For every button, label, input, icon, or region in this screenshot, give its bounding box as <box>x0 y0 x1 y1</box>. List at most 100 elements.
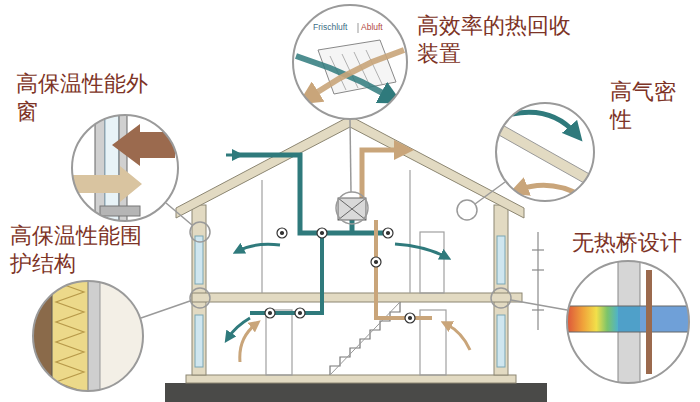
thermal-bridge-detail <box>564 306 692 307</box>
thermal-bridge-detail <box>564 332 692 333</box>
window-detail <box>72 166 142 202</box>
circle-outline <box>33 281 143 391</box>
duct-valve <box>371 257 381 267</box>
detail-circle: 高保温性能围护结构 <box>32 280 144 392</box>
window-detail <box>100 206 140 216</box>
air-flow-arrow <box>395 244 446 257</box>
detail-marker <box>190 192 511 308</box>
circle-outline <box>495 102 595 202</box>
duct-valve <box>295 308 305 318</box>
insulation-detail <box>100 278 146 394</box>
duct-valve <box>387 232 390 235</box>
airtight-detail <box>512 112 576 134</box>
leader-line <box>166 203 192 225</box>
duct-valve <box>321 232 324 235</box>
callout-label: 高保温性能围护结构 <box>10 222 148 277</box>
duct <box>350 220 355 233</box>
duct-valve <box>265 228 415 323</box>
air-flow-arrow <box>228 244 470 362</box>
window-detail <box>112 124 175 166</box>
ground <box>165 383 547 402</box>
insulation-detail <box>88 278 89 394</box>
leader-line <box>511 300 567 310</box>
detail-circle: 无热桥设计 <box>566 260 690 384</box>
insulation-detail <box>52 278 88 394</box>
duct-valve <box>409 317 412 320</box>
duct-valve <box>383 228 393 238</box>
window <box>497 315 505 367</box>
airtight-detail <box>518 185 582 196</box>
thermal-bridge-detail <box>564 306 618 332</box>
window <box>195 315 203 367</box>
leader-line <box>350 120 351 192</box>
heat-exchanger-detail <box>358 23 359 33</box>
ground-slab <box>186 375 516 383</box>
partition <box>266 310 292 375</box>
duct-valve <box>281 232 284 235</box>
thermal-bridge-detail <box>564 258 692 386</box>
duct-valve <box>317 228 327 238</box>
insulation-detail <box>30 278 146 394</box>
circle-outline <box>32 280 144 392</box>
railing <box>537 232 538 330</box>
partition <box>262 170 446 375</box>
duct-valve <box>375 261 378 264</box>
insulation-detail <box>88 278 100 394</box>
thermal-bridge-detail <box>618 306 640 332</box>
detail-marker <box>336 192 368 224</box>
air-flow-arrow <box>240 324 256 362</box>
detail-marker <box>457 200 477 220</box>
callout-label: 高保温性能外窗 <box>16 70 154 125</box>
insulation-detail <box>56 282 84 392</box>
duct <box>376 220 432 318</box>
duct-valve <box>269 312 272 315</box>
air-flow-arrow <box>446 324 470 350</box>
circle-outline <box>566 260 690 384</box>
railing <box>532 232 544 330</box>
detail-circle: 高保温性能外窗 <box>71 114 179 222</box>
detail-marker <box>491 288 511 308</box>
window <box>497 236 505 284</box>
air-label: Abluft <box>361 22 383 32</box>
partition <box>409 170 410 293</box>
heat-exchanger-detail <box>296 23 404 98</box>
partition <box>261 180 262 293</box>
detail-marker <box>190 222 210 242</box>
insulation-detail <box>100 278 101 394</box>
heat-recovery-unit <box>338 198 366 220</box>
floor-slab <box>192 293 522 302</box>
detail-marker <box>190 288 210 308</box>
railing <box>532 309 544 310</box>
heat-recovery-unit <box>338 198 366 220</box>
circle-outline <box>293 5 407 119</box>
duct <box>226 154 238 157</box>
duct-valve <box>277 228 287 238</box>
detail-circle: 高效率的热回收装置FrischluftAbluft <box>292 4 408 120</box>
circle-outline <box>567 261 689 383</box>
circle-outline <box>71 114 179 222</box>
detail-ground <box>293 5 407 119</box>
callout-label: 高气密性 <box>610 78 680 133</box>
air-flow-arrow <box>238 244 280 251</box>
partition <box>420 232 444 293</box>
window <box>195 236 203 284</box>
staircase <box>330 302 400 375</box>
railing <box>532 249 544 250</box>
leader-line <box>141 301 190 318</box>
duct-valve <box>265 308 275 318</box>
heat-recovery-unit <box>338 198 366 220</box>
circle-outline <box>292 4 408 120</box>
air-label: Frischluft <box>313 22 347 32</box>
leader-line <box>475 182 505 204</box>
heat-recovery-unit <box>338 198 366 220</box>
heat-exchanger-detail <box>308 50 404 98</box>
railing <box>532 269 544 270</box>
duct-valve <box>299 312 302 315</box>
detail-circle: 高气密性 <box>495 102 595 202</box>
thermal-bridge-detail <box>646 270 652 374</box>
thermal-bridge-detail <box>618 258 640 386</box>
duct <box>362 150 404 198</box>
duct-valve <box>405 313 415 323</box>
